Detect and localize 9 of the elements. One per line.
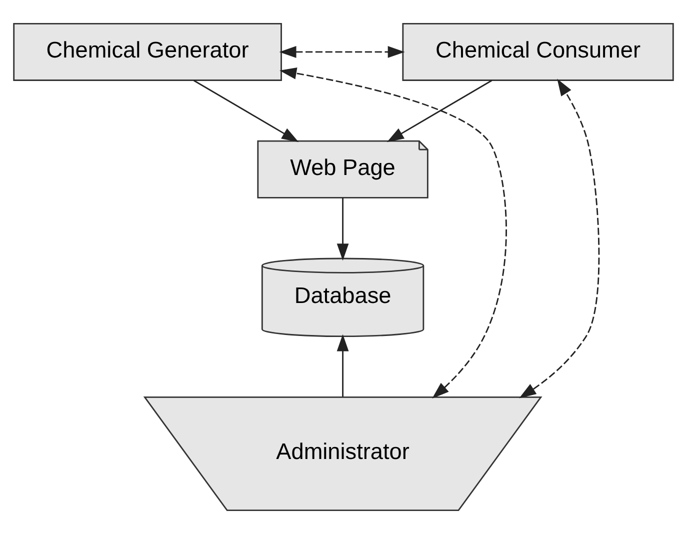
arrow bbox=[386, 79, 492, 142]
arrow bbox=[336, 334, 349, 396]
node-box: Chemical Consumer bbox=[402, 22, 674, 80]
arrow bbox=[279, 46, 405, 58]
arrow bbox=[336, 197, 349, 260]
arrow bbox=[280, 67, 507, 398]
node-box: Chemical Generator bbox=[13, 22, 282, 80]
arrow bbox=[519, 78, 600, 398]
arrow bbox=[193, 79, 299, 142]
